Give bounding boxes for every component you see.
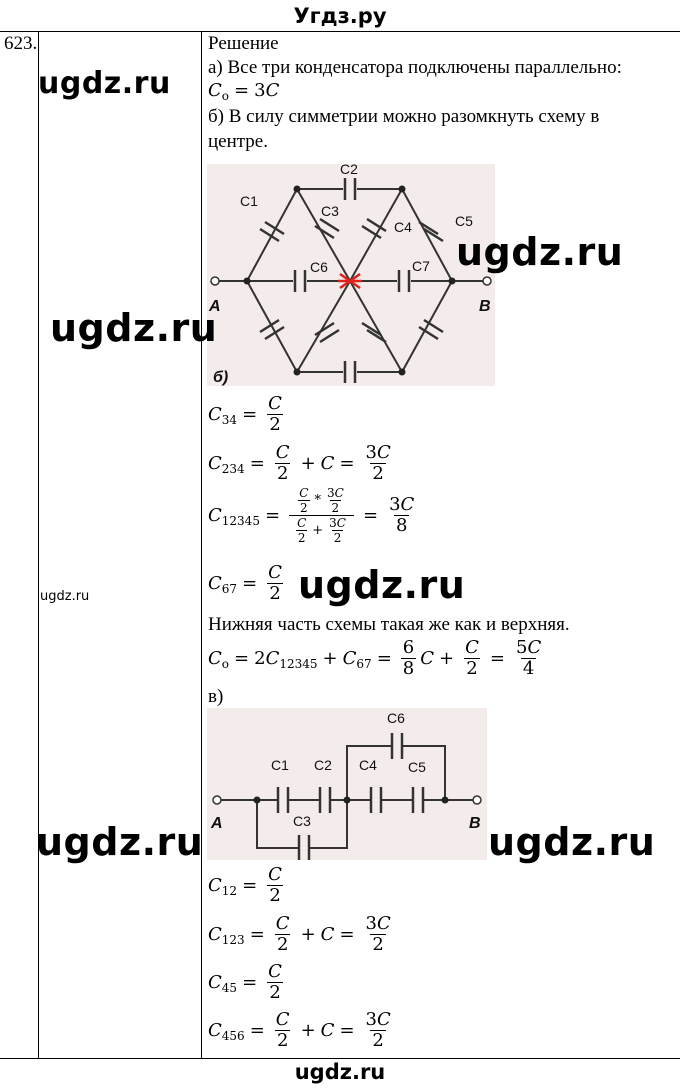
part-b-text-line1: б) В силу симметрии можно разомкнуть схе…: [208, 106, 600, 127]
watermark-5: ugdz.ru: [36, 820, 204, 864]
label-c3: C3: [321, 203, 339, 219]
terminal-b: B: [479, 298, 491, 315]
circuit-diagram-hexagon: C2 C1 C3 C4 C5 C6 C7 A B б): [207, 164, 495, 386]
label-c6: C6: [310, 259, 328, 275]
terminal-a: A: [210, 815, 223, 832]
watermark-4: ugdz.ru: [298, 563, 466, 607]
site-header-title: Угдз.ру: [293, 4, 387, 28]
watermark-small: ugdz.ru: [40, 589, 90, 604]
part-b-text-line2: центре.: [208, 131, 268, 152]
site-footer-url[interactable]: ugdz.ru: [294, 1060, 386, 1084]
label-c6: C6: [387, 710, 405, 726]
table-top-border: [0, 31, 680, 32]
diagram-caption: б): [213, 369, 228, 386]
terminal-b: B: [469, 815, 481, 832]
cut-mark-icon: [338, 272, 362, 290]
label-c7: C7: [412, 258, 430, 274]
label-c1: C1: [271, 757, 289, 773]
watermark-6: ugdz.ru: [488, 820, 656, 864]
circuit-diagram-series: C1 C2 C3 C4 C5 C6 A B: [207, 708, 487, 860]
label-c4: C4: [359, 757, 377, 773]
watermark-3: ugdz.ru: [50, 306, 218, 350]
label-c1: C1: [240, 193, 258, 209]
label-c2: C2: [340, 164, 358, 177]
part-c-label: в): [208, 686, 224, 707]
lower-part-note: Нижняя часть схемы такая же как и верхня…: [208, 614, 570, 635]
column-divider-left: [38, 31, 39, 1059]
label-c5: C5: [455, 213, 473, 229]
solution-heading: Решение: [208, 33, 279, 54]
table-bottom-border: [0, 1058, 680, 1059]
part-a-text: а) Все три конденсатора подключены парал…: [208, 57, 622, 78]
label-c5: C5: [408, 759, 426, 775]
column-divider-right: [201, 31, 202, 1059]
label-c4: C4: [394, 219, 412, 235]
terminal-a: A: [208, 298, 221, 315]
label-c3: C3: [293, 813, 311, 829]
watermark-1: ugdz.ru: [38, 66, 171, 101]
label-c2: C2: [314, 757, 332, 773]
watermark-2: ugdz.ru: [456, 230, 624, 274]
problem-number: 623.: [4, 33, 38, 54]
